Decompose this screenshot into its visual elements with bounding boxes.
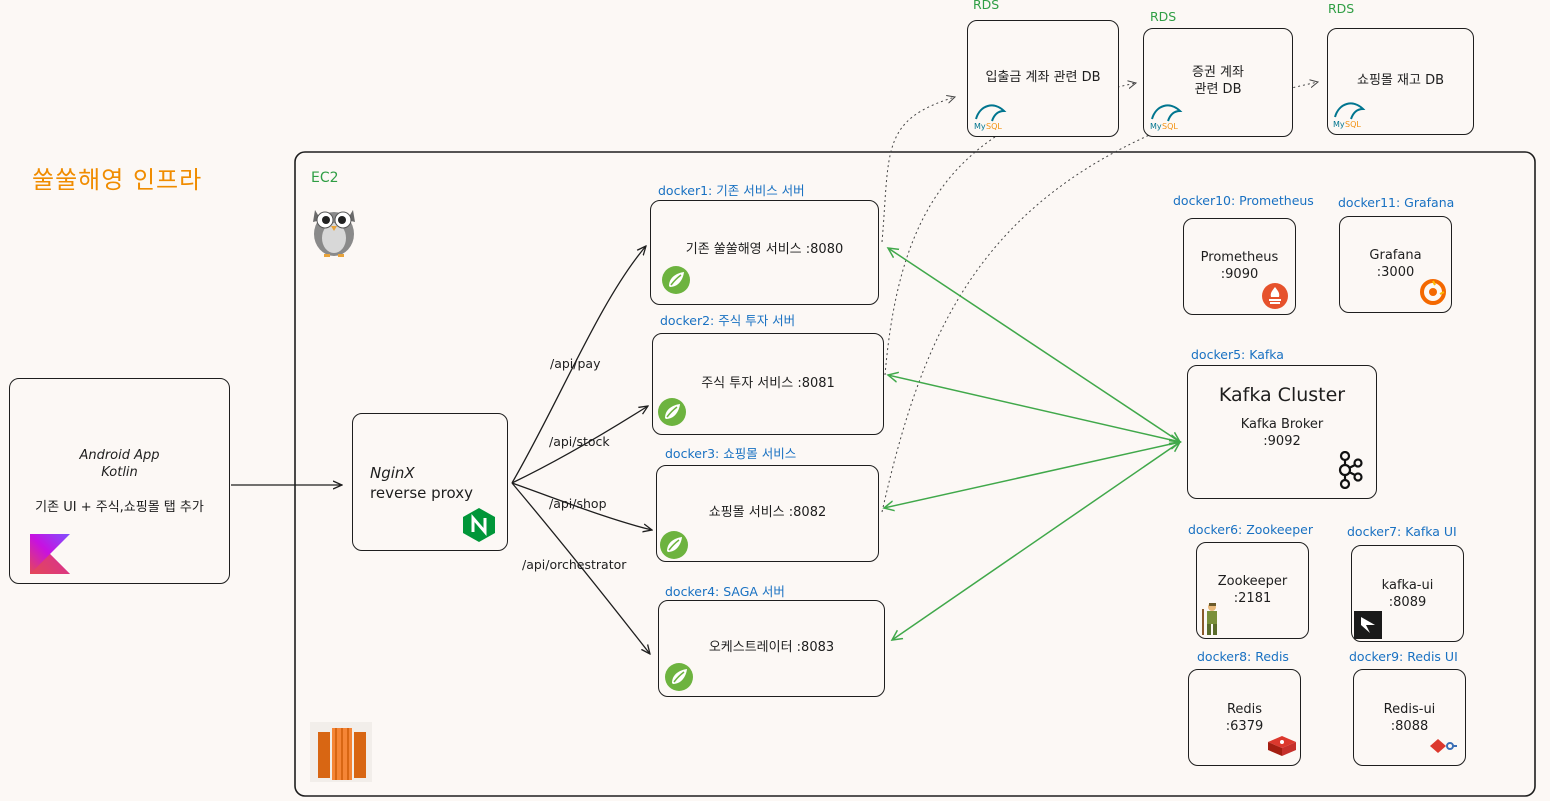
grafana-box[interactable]: Grafana :3000 [1339, 216, 1452, 313]
rds-label-3: RDS [1328, 1, 1355, 16]
nginx-line1: NginX [370, 464, 415, 482]
prometheus-box[interactable]: Prometheus :9090 [1183, 218, 1296, 315]
redis-ui-text: Redis-ui :8088 [1383, 702, 1436, 734]
rds-text-3: 쇼핑몰 재고 DB [1357, 73, 1444, 88]
svg-text:My: My [974, 122, 986, 131]
aws-ec2-icon [310, 722, 372, 782]
service3-box[interactable]: 쇼핑몰 서비스 :8082 [656, 465, 879, 562]
redis-text: Redis :6379 [1225, 702, 1264, 734]
service1-header: docker1: 기존 서비스 서버 [658, 183, 805, 198]
android-app-box[interactable]: Android App Kotlin 기존 UI + 주식,쇼핑몰 탭 추가 [9, 378, 230, 584]
zookeeper-icon [1202, 603, 1217, 635]
kafka-title: Kafka Cluster [1218, 384, 1346, 406]
nginx-box[interactable]: NginX reverse proxy [352, 413, 508, 551]
kafka-ui-icon [1354, 611, 1382, 639]
zookeeper-box[interactable]: Zookeeper :2181 [1196, 542, 1309, 639]
diagram-title: 쑬쑬해영 인프라 [32, 166, 203, 194]
android-line1: Android App [79, 448, 160, 463]
grafana-icon [1420, 279, 1446, 305]
service4-text: 오케스트레이터 :8083 [708, 640, 835, 655]
service4-box[interactable]: 오케스트레이터 :8083 [658, 600, 885, 697]
zookeeper-header: docker6: Zookeeper [1188, 522, 1314, 537]
svg-text:SQL: SQL [986, 122, 1002, 131]
android-line2: Kotlin [101, 465, 138, 480]
redis-ui-header: docker9: Redis UI [1349, 649, 1458, 664]
kotlin-icon [30, 534, 70, 574]
redis-icon [1268, 736, 1296, 756]
kafka-icon [1338, 451, 1363, 489]
zookeeper-text: Zookeeper :2181 [1217, 574, 1288, 606]
grafana-header: docker11: Grafana [1338, 195, 1455, 210]
grafana-text: Grafana :3000 [1369, 248, 1422, 280]
svg-text:My: My [1333, 120, 1345, 129]
spring-icon [658, 398, 686, 426]
kafka-header: docker5: Kafka [1191, 347, 1284, 362]
redis-header: docker8: Redis [1197, 649, 1289, 664]
svg-text:SQL: SQL [1162, 122, 1178, 131]
route-pay: /api/pay [550, 356, 601, 371]
service2-box[interactable]: 주식 투자 서비스 :8081 [652, 333, 884, 435]
svg-text:My: My [1150, 122, 1162, 131]
kafka-ui-header: docker7: Kafka UI [1347, 524, 1457, 539]
spring-icon [660, 531, 688, 559]
ec2-container [294, 151, 1536, 797]
prometheus-text: Prometheus :9090 [1200, 250, 1279, 282]
service1-box[interactable]: 기존 쑬쑬해영 서비스 :8080 [650, 200, 879, 305]
redis-box[interactable]: Redis :6379 [1188, 669, 1301, 766]
prometheus-icon [1262, 283, 1288, 309]
spring-icon [662, 266, 690, 294]
service2-text: 주식 투자 서비스 :8081 [701, 376, 835, 391]
owl-icon [313, 210, 355, 257]
prometheus-header: docker10: Prometheus [1173, 193, 1314, 208]
rds-label-2: RDS [1150, 9, 1177, 24]
rds-text-2: 증권 계좌 관련 DB [1192, 65, 1244, 97]
android-line3: 기존 UI + 주식,쇼핑몰 탭 추가 [35, 500, 204, 515]
kafka-box[interactable]: Kafka Cluster Kafka Broker :9092 [1187, 365, 1377, 499]
kafka-text: Kafka Broker :9092 [1240, 417, 1324, 449]
route-shop: /api/shop [549, 496, 607, 511]
ec2-label: EC2 [311, 170, 339, 186]
redis-ui-icon [1430, 739, 1457, 753]
service3-header: docker3: 쇼핑몰 서비스 [665, 446, 797, 461]
route-orchestrator: /api/orchestrator [522, 557, 627, 572]
service4-header: docker4: SAGA 서버 [665, 584, 785, 599]
route-stock: /api/stock [549, 434, 610, 449]
svg-text:SQL: SQL [1345, 120, 1361, 129]
service2-header: docker2: 주식 투자 서버 [660, 313, 796, 328]
rds-label-1: RDS [973, 0, 1000, 12]
kafka-ui-box[interactable]: kafka-ui :8089 [1351, 545, 1464, 642]
kafka-ui-text: kafka-ui :8089 [1381, 578, 1434, 610]
service3-text: 쇼핑몰 서비스 :8082 [708, 505, 827, 520]
spring-icon [665, 663, 693, 691]
nginx-line2: reverse proxy [370, 484, 473, 502]
rds-text-1: 입출금 계좌 관련 DB [985, 70, 1101, 85]
redis-ui-box[interactable]: Redis-ui :8088 [1353, 669, 1466, 766]
service1-text: 기존 쑬쑬해영 서비스 :8080 [685, 242, 844, 257]
nginx-icon [463, 508, 495, 542]
